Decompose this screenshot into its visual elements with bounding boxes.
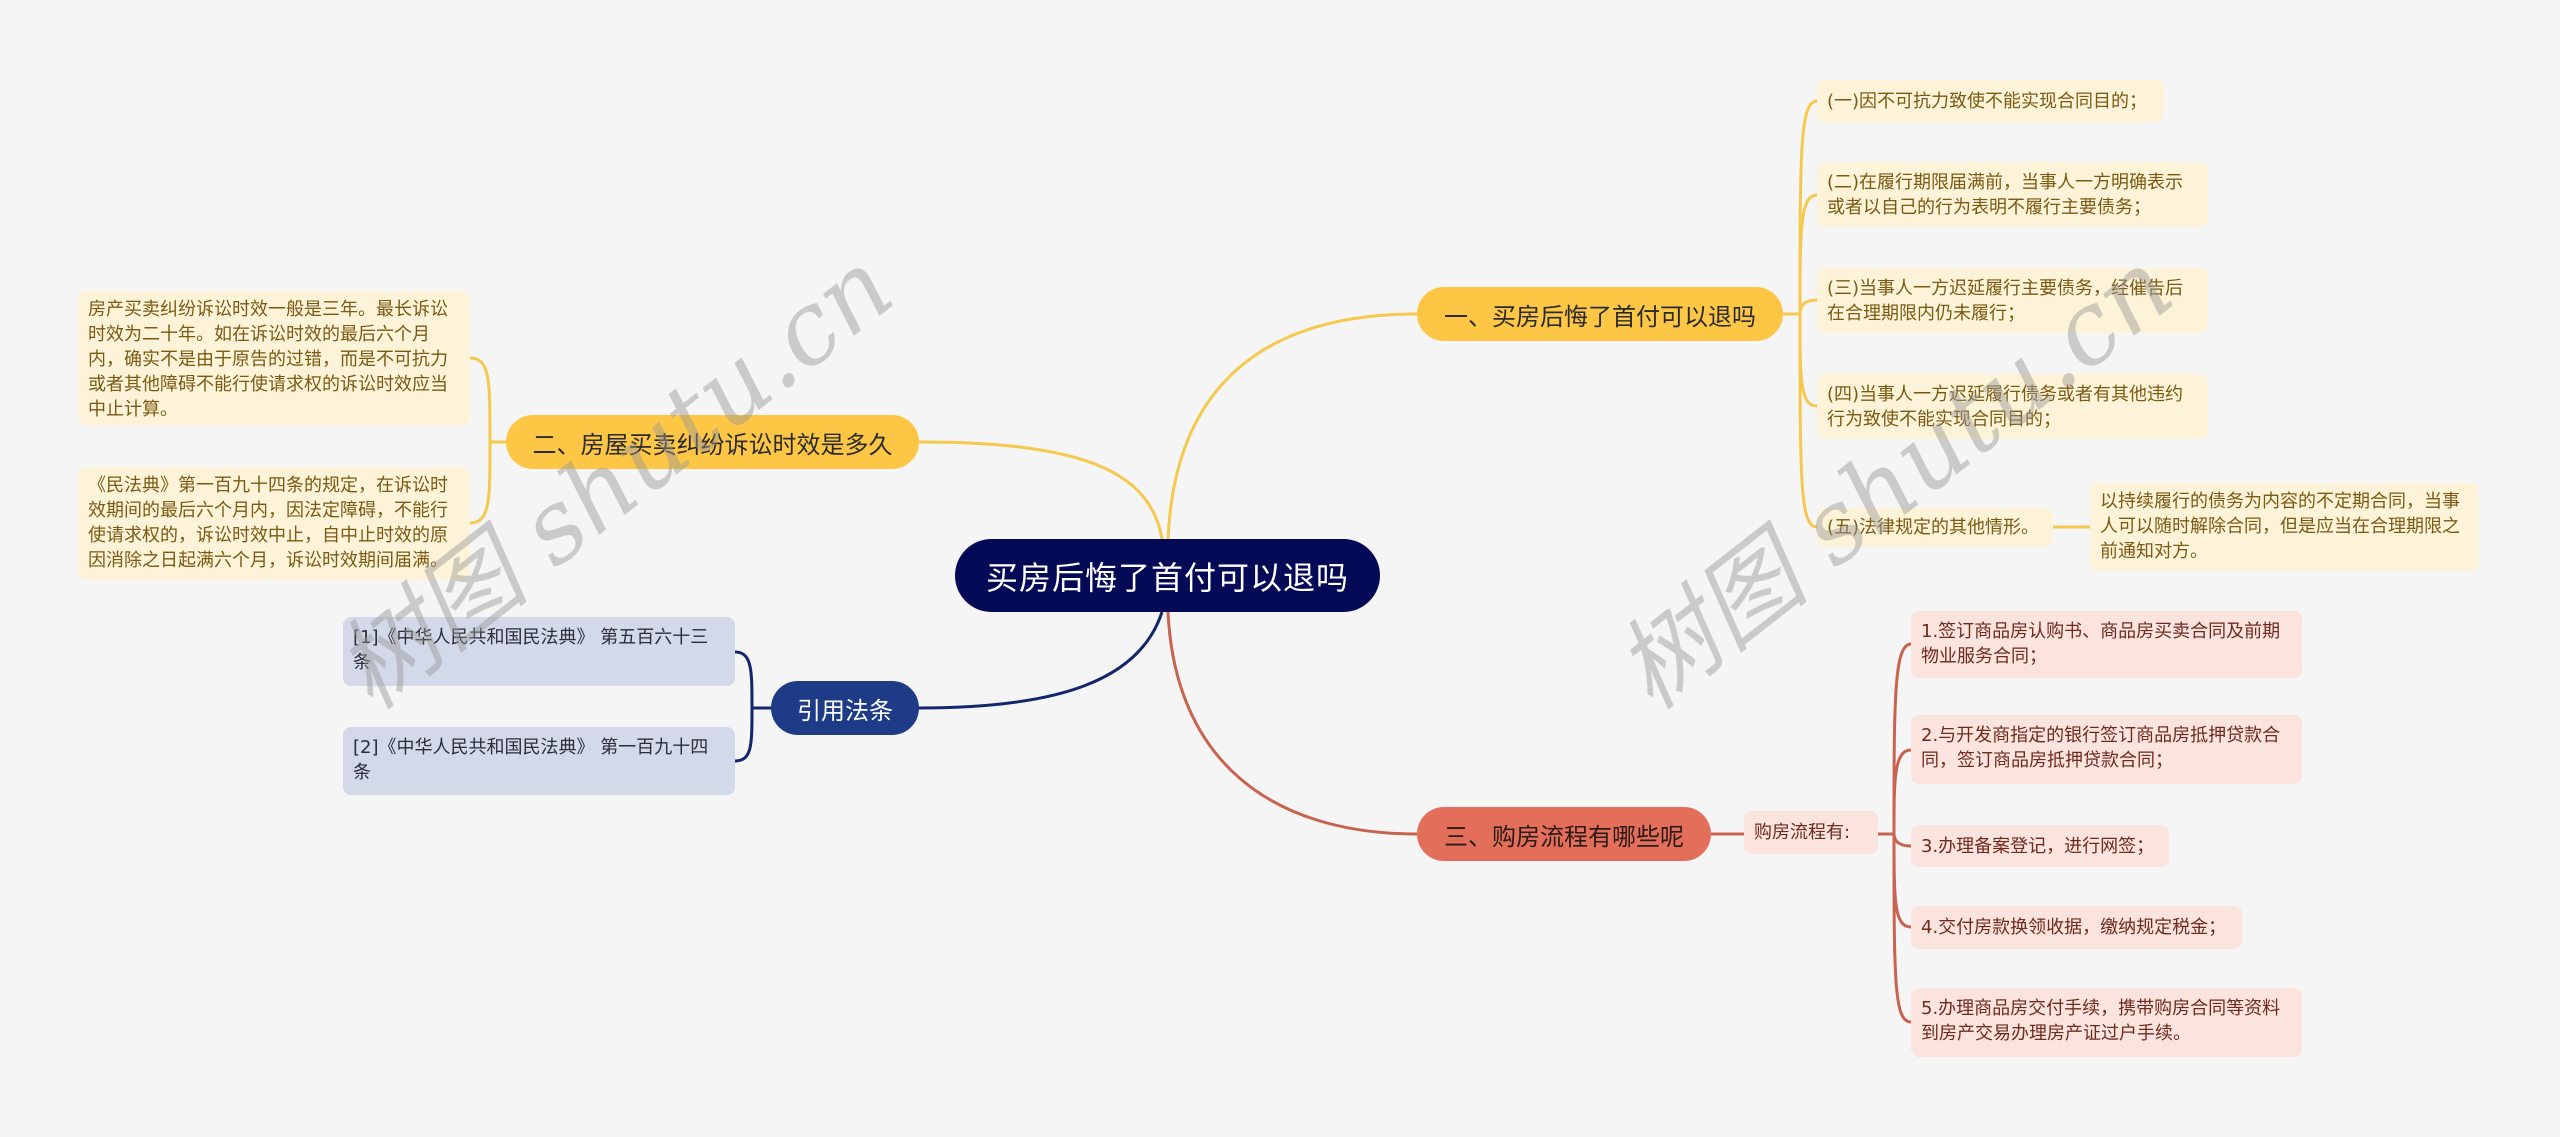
branch-one-item-5[interactable]: (五)法律规定的其他情形。 [1817, 508, 2053, 547]
branch-one-node[interactable]: 一、买房后悔了首付可以退吗 [1417, 287, 1783, 341]
branch-three-label: 三、购房流程有哪些呢 [1444, 822, 1684, 851]
ref-item-1[interactable]: [1]《中华人民共和国民法典》 第五百六十三条 [343, 617, 735, 686]
branch-two-label: 二、房屋买卖纠纷诉讼时效是多久 [532, 430, 893, 459]
purchase-step-4[interactable]: 4.交付房款换领收据，缴纳规定税金； [1911, 906, 2242, 949]
refs-node[interactable]: 引用法条 [771, 681, 919, 735]
branch-one-item-5-detail[interactable]: 以持续履行的债务为内容的不定期合同，当事人可以随时解除合同，但是应当在合理期限之… [2090, 483, 2479, 571]
branch-two-item-2[interactable]: 《民法典》第一百九十四条的规定，在诉讼时效期间的最后六个月内，因法定障碍，不能行… [78, 467, 470, 580]
branch-two-item-1[interactable]: 房产买卖纠纷诉讼时效一般是三年。最长诉讼时效为二十年。如在诉讼时效的最后六个月内… [78, 291, 470, 425]
purchase-step-5[interactable]: 5.办理商品房交付手续，携带购房合同等资料到房产交易办理房产证过户手续。 [1911, 988, 2302, 1057]
branch-one-item-3[interactable]: (三)当事人一方迟延履行主要债务，经催告后在合理期限内仍未履行； [1817, 268, 2208, 333]
branch-one-item-1[interactable]: (一)因不可抗力致使不能实现合同目的； [1817, 80, 2164, 122]
root-label: 买房后悔了首付可以退吗 [985, 558, 1349, 597]
purchase-step-1[interactable]: 1.签订商品房认购书、商品房买卖合同及前期物业服务合同； [1911, 611, 2302, 678]
branch-three-intro[interactable]: 购房流程有: [1744, 811, 1878, 854]
branch-one-item-4[interactable]: (四)当事人一方迟延履行债务或者有其他违约行为致使不能实现合同目的； [1817, 374, 2208, 439]
purchase-step-3[interactable]: 3.办理备案登记，进行网签； [1911, 825, 2169, 867]
refs-label: 引用法条 [797, 696, 893, 725]
branch-one-item-2[interactable]: (二)在履行期限届满前，当事人一方明确表示或者以自己的行为表明不履行主要债务； [1817, 162, 2208, 227]
branch-three-node[interactable]: 三、购房流程有哪些呢 [1417, 807, 1711, 861]
purchase-step-2[interactable]: 2.与开发商指定的银行签订商品房抵押贷款合同，签订商品房抵押贷款合同； [1911, 715, 2302, 784]
branch-two-node[interactable]: 二、房屋买卖纠纷诉讼时效是多久 [506, 415, 919, 469]
ref-item-2[interactable]: [2]《中华人民共和国民法典》 第一百九十四条 [343, 727, 735, 795]
root-node[interactable]: 买房后悔了首付可以退吗 [955, 539, 1380, 612]
branch-one-label: 一、买房后悔了首付可以退吗 [1444, 302, 1756, 331]
